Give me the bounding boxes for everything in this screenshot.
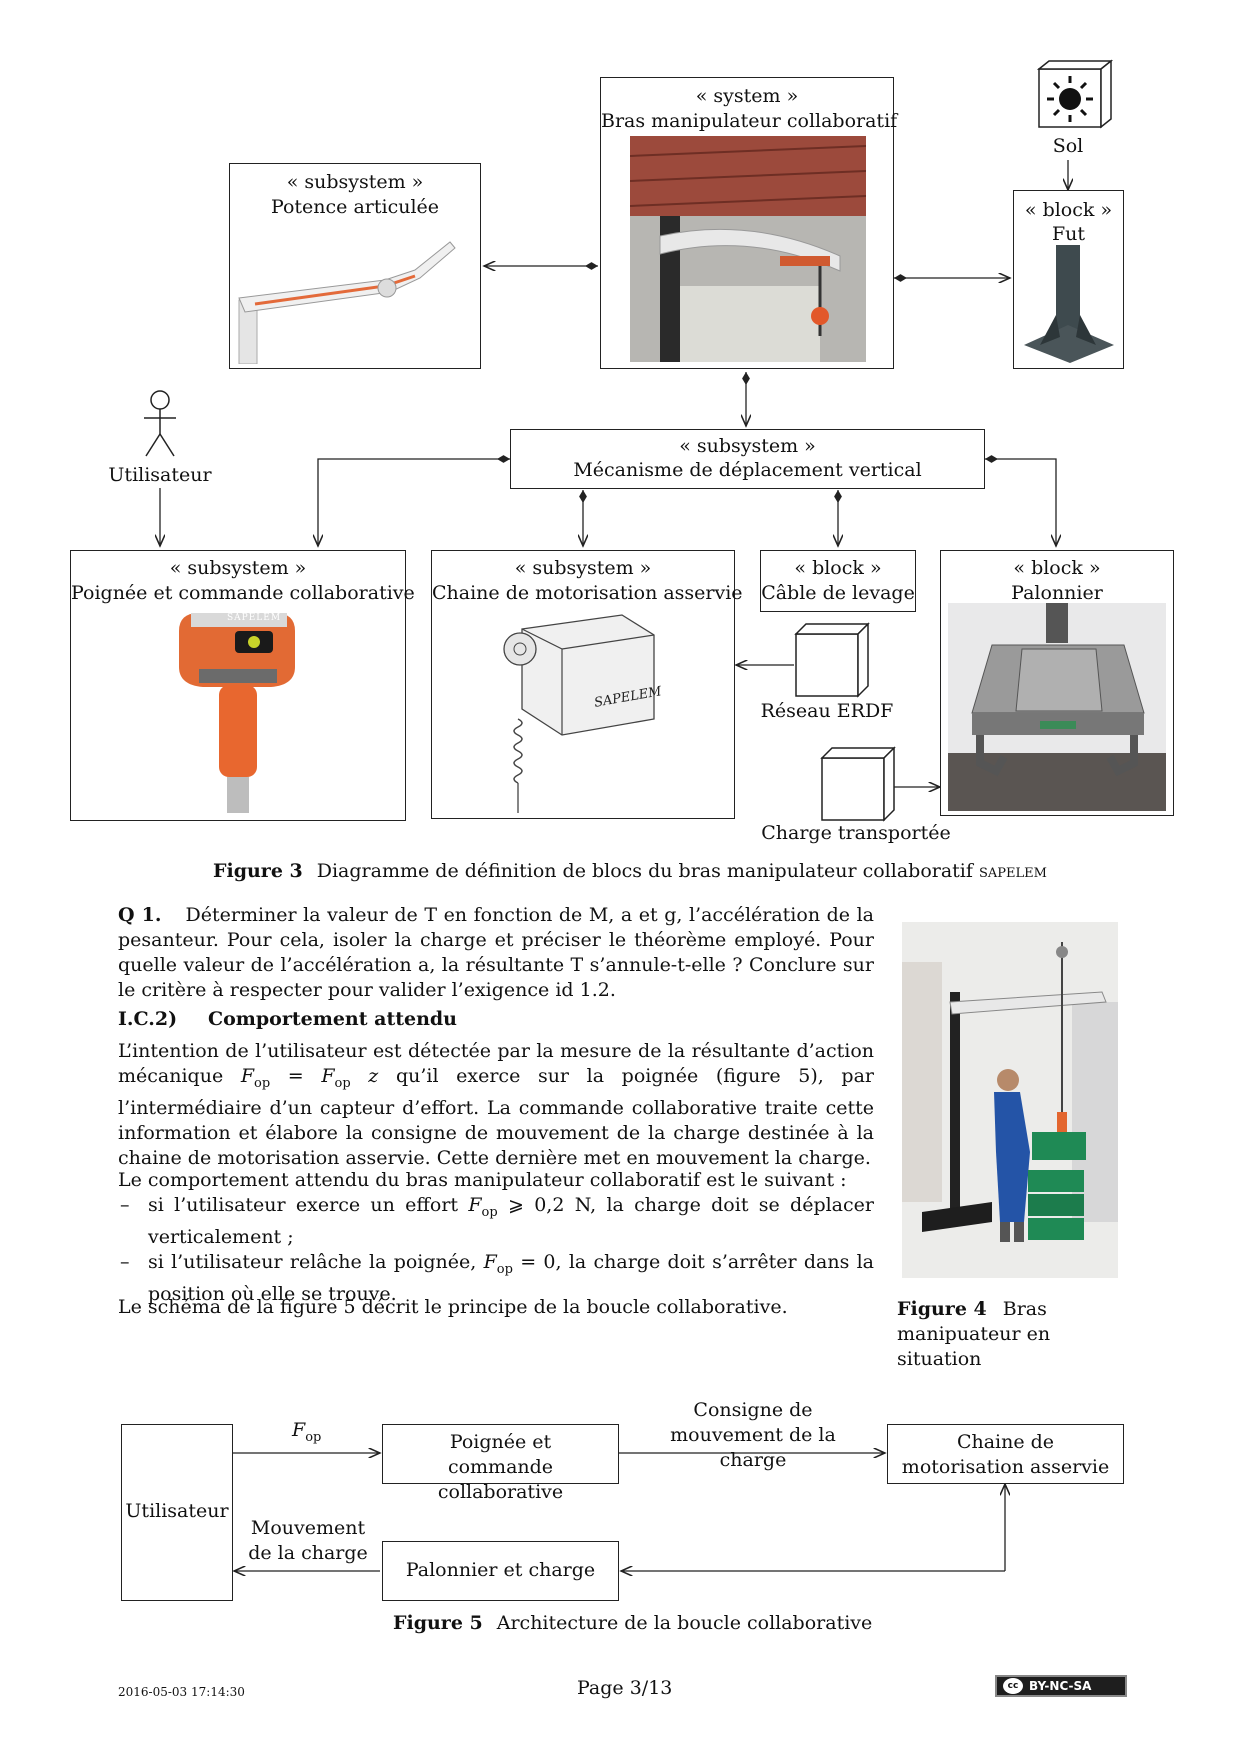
loop-utilisateur-label: Utilisateur (125, 1500, 229, 1522)
potence-name: Potence articulée (270, 196, 440, 218)
reseau-label: Réseau ERDF (760, 700, 894, 722)
system-photo (630, 136, 866, 362)
license-text: BY-NC-SA (1029, 1679, 1092, 1693)
poignee-brand: SAPELEM (227, 613, 282, 623)
para1-a: L’intention de l’utilisateur est détecté… (118, 1040, 874, 1087)
loop-fop-label: Fop (292, 1418, 321, 1450)
palonnier-name: Palonnier (1011, 582, 1103, 604)
chaine-image (503, 614, 655, 813)
q1-label: Q 1. (118, 904, 162, 926)
question-q1: Q 1.Déterminer la valeur de T en fonctio… (118, 903, 874, 1003)
bullet1-b: ⩾ 0,2 N, la charge doit se déplacer vert… (148, 1194, 874, 1248)
chaine-stereotype: « subsystem » (514, 557, 652, 579)
mecanisme-stereotype: « subsystem » (679, 435, 816, 457)
potence-block: « subsystem » Potence articulée (229, 163, 481, 369)
figure5-caption: Figure 5 Architecture de la boucle collab… (393, 1612, 872, 1634)
section-title: Comportement attendu (208, 1008, 457, 1030)
sun-icon (1047, 76, 1093, 122)
charge-cube (820, 746, 896, 822)
fut-name: Fut (1051, 223, 1086, 245)
bullet2-b: = 0, la charge doit s’arrêter dans la po… (148, 1250, 875, 1305)
bullet2-a: si l’utilisateur relâche la poignée, (148, 1250, 477, 1273)
para3-text: Le schéma de la figure 5 décrit le princ… (118, 1296, 788, 1318)
cable-block: « block » Câble de levage (760, 550, 916, 612)
system-block: « system » Bras manipulateur collaborati… (600, 77, 898, 369)
mecanisme-block: « subsystem » Mécanisme de déplacement v… (510, 429, 985, 489)
section-num: I.C.2) (118, 1008, 178, 1030)
loop-fop-sub: op (305, 1429, 322, 1445)
figure5-caption-num: Figure 5 (393, 1612, 483, 1634)
q1-text: Déterminer la valeur de T en fonction de… (118, 904, 874, 1001)
bullet1-a: si l’utilisateur exerce un effort (148, 1194, 459, 1216)
para1-b: qu’il exerce sur la poignée (figure 5), … (118, 1065, 874, 1169)
cable-name: Câble de levage (761, 582, 915, 604)
loop-chaine-block: Chaine de motorisation asservie (887, 1424, 1124, 1484)
loop-palonnier-label: Palonnier et charge (405, 1559, 596, 1581)
loop-consigne-label: Consigne de mouvement de la charge (670, 1399, 836, 1471)
figure5-caption-text: Architecture de la boucle collaborative (496, 1612, 873, 1634)
figure3-caption-text: Diagramme de définition de blocs du bras… (316, 860, 973, 882)
loop-utilisateur-block: Utilisateur (121, 1424, 233, 1601)
fut-stereotype: « block » (1024, 199, 1113, 221)
chaine-name: Chaine de motorisation asservie (432, 582, 743, 604)
figure4-caption-text: Bras manipuateur en situation (897, 1298, 1051, 1370)
poignee-image (179, 613, 295, 813)
paragraph-behaviour: Le comportement attendu du bras manipula… (118, 1168, 874, 1193)
loop-fop-symbol: F (292, 1419, 306, 1441)
system-stereotype: « system » (695, 85, 799, 107)
figure3-caption-num: Figure 3 (213, 860, 303, 882)
potence-stereotype: « subsystem » (286, 171, 424, 193)
sol-label: Sol (1052, 135, 1084, 157)
bullet-item: – si l’utilisateur relâche la poignée, F… (120, 1250, 875, 1305)
sol-cube (1037, 59, 1113, 129)
footer-page: Page 3/13 (577, 1677, 673, 1699)
figure3-caption: Figure 3 Diagramme de définition de blocs… (213, 860, 1047, 882)
loop-poignee-label: Poignée et commande collaborative (437, 1431, 564, 1503)
palonnier-stereotype: « block » (1013, 557, 1101, 579)
figure4-caption-num: Figure 4 (897, 1298, 987, 1320)
para2-text: Le comportement attendu du bras manipula… (118, 1169, 847, 1191)
reseau-cube (794, 622, 870, 698)
paragraph-intention: L’intention de l’utilisateur est détecté… (118, 1040, 874, 1169)
mecanisme-name: Mécanisme de déplacement vertical (573, 459, 922, 481)
potence-image (238, 241, 456, 364)
charge-label: Charge transportée (761, 822, 951, 844)
poignee-name: Poignée et commande collaborative (71, 582, 415, 604)
palonnier-photo (948, 603, 1166, 811)
user-actor-icon (144, 390, 176, 457)
user-actor-label: Utilisateur (108, 464, 212, 486)
fut-image (1024, 245, 1114, 363)
footer-date: 2016-05-03 17:14:30 (118, 1685, 245, 1699)
chaine-block: « subsystem » Chaine de motorisation ass… (431, 550, 743, 819)
bullet-list: – si l’utilisateur exerce un effort Fop … (118, 1193, 874, 1307)
loop-mouvement-label: Mouvement de la charge (248, 1517, 368, 1564)
poignee-stereotype: « subsystem » (169, 557, 307, 579)
fut-block: « block » Fut (1013, 190, 1124, 369)
cable-stereotype: « block » (794, 557, 882, 579)
section-heading: I.C.2) Comportement attendu (118, 1007, 457, 1032)
paragraph-schema: Le schéma de la figure 5 décrit le princ… (118, 1295, 874, 1320)
loop-palonnier-block: Palonnier et charge (382, 1541, 619, 1601)
loop-chaine-label: Chaine de motorisation asservie (901, 1431, 1110, 1478)
figure4-photo (902, 922, 1118, 1278)
license-badge: cc BY-NC-SA (995, 1675, 1127, 1697)
palonnier-block: « block » Palonnier (940, 550, 1174, 816)
figure3-caption-brand: sapelem (978, 860, 1047, 882)
system-name: Bras manipulateur collaboratif (601, 110, 898, 132)
loop-poignee-block: Poignée et commande collaborative (382, 1424, 619, 1503)
bullet-item: – si l’utilisateur exerce un effort Fop … (120, 1194, 874, 1248)
poignee-block: « subsystem » Poignée et commande collab… (70, 550, 415, 821)
creative-commons-icon: cc (1003, 1678, 1023, 1694)
